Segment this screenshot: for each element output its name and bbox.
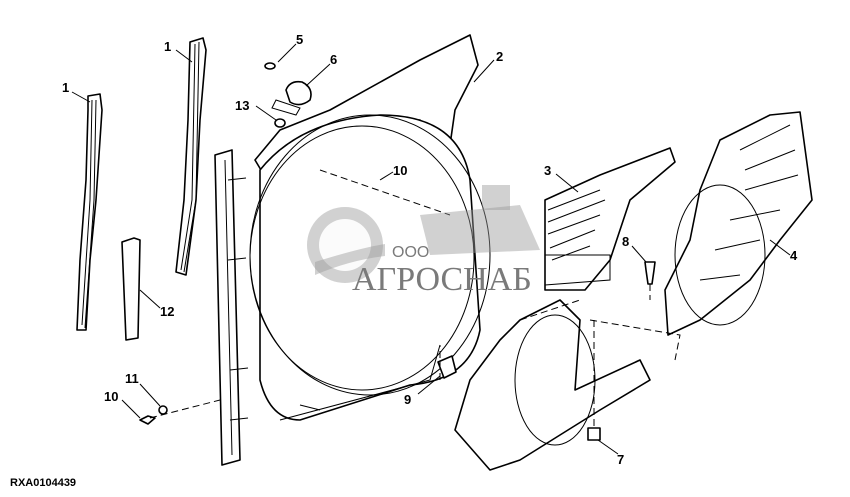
outer-shroud-part <box>664 111 813 336</box>
callout-10-ring: 10 <box>393 163 407 178</box>
nut-part <box>274 118 286 128</box>
agrosnab-watermark-logo: ООО АГРОСНАБ <box>307 185 540 298</box>
callout-8: 8 <box>622 234 629 249</box>
callout-9: 9 <box>404 392 411 407</box>
washer-part <box>158 405 168 415</box>
callout-4: 4 <box>790 248 798 263</box>
leader-lines <box>71 43 791 455</box>
strip-right-part <box>175 37 207 276</box>
callout-13: 13 <box>235 98 249 113</box>
plug-part <box>264 62 276 70</box>
callout-12: 12 <box>160 304 174 319</box>
fitting-part <box>437 355 457 379</box>
bolt-8-part <box>644 261 656 285</box>
callout-1-left: 1 <box>62 80 69 95</box>
figure-code: RXA0104439 <box>10 477 76 489</box>
callout-2: 2 <box>496 49 503 64</box>
watermark-prefix: ООО <box>392 244 429 261</box>
callout-3: 3 <box>544 163 551 178</box>
shroud-ring-part <box>259 114 481 421</box>
frame-part <box>214 149 241 466</box>
callout-5: 5 <box>296 32 303 47</box>
bracket-part <box>285 80 312 106</box>
watermark-name: АГРОСНАБ <box>352 261 532 298</box>
callout-10-screw: 10 <box>104 389 118 404</box>
seal-strip-part <box>121 237 141 341</box>
callout-6: 6 <box>330 52 337 67</box>
callout-1-right: 1 <box>164 39 171 54</box>
clip-part <box>587 427 601 441</box>
callout-11: 11 <box>125 371 139 386</box>
callout-7: 7 <box>617 452 624 467</box>
lower-shroud-part <box>454 299 651 471</box>
